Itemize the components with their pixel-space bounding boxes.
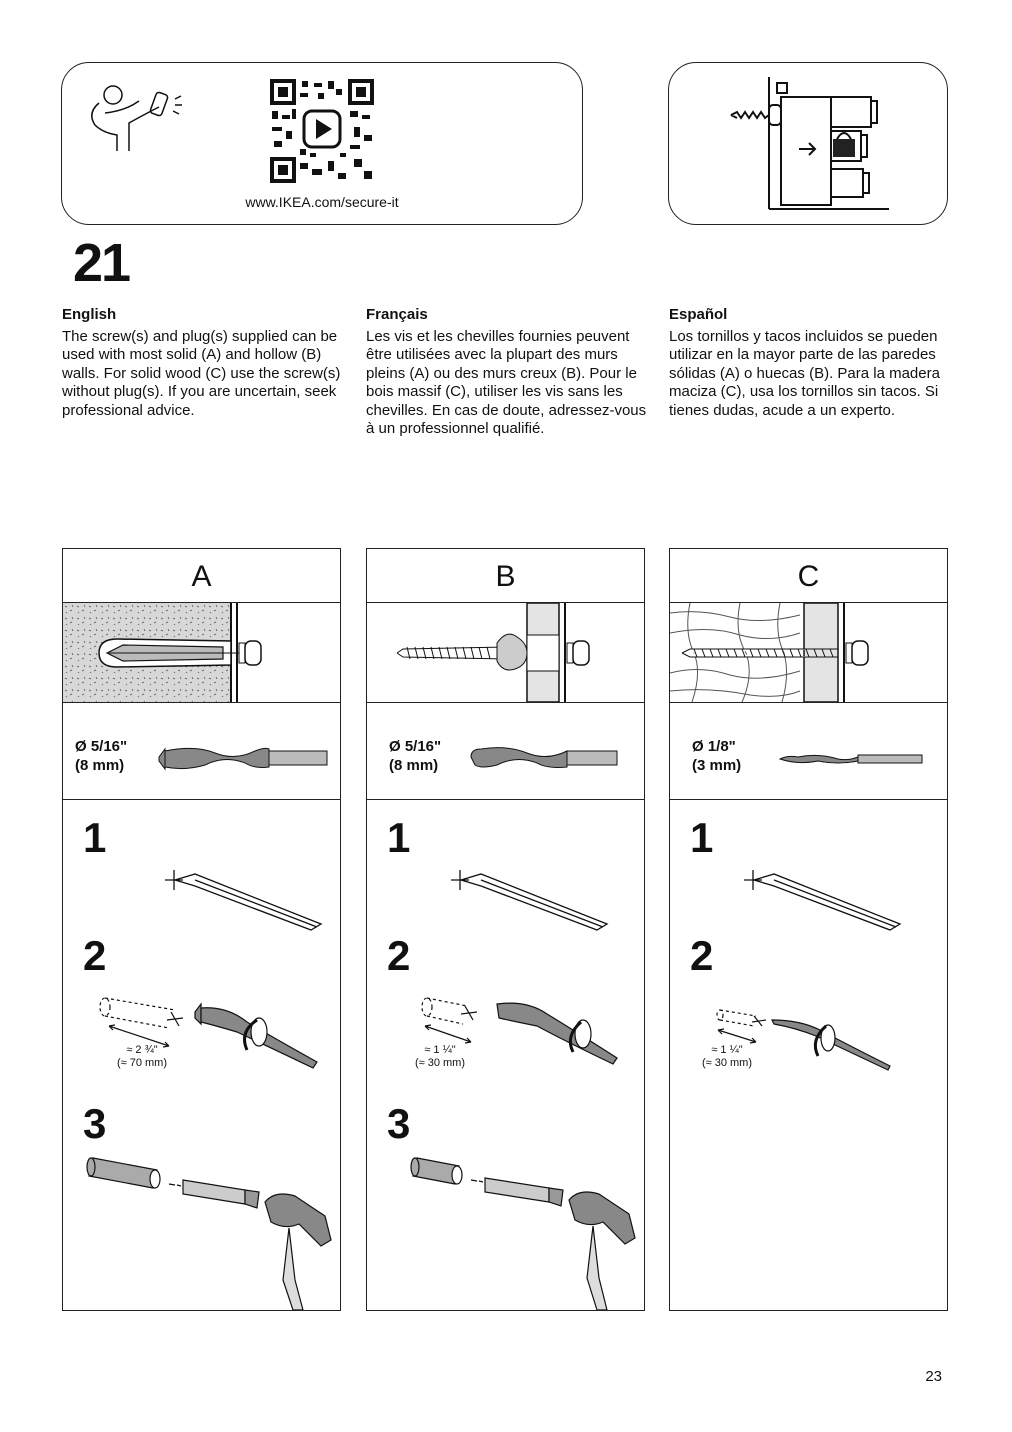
hammer-plug-icon [86,1157,332,1310]
drill-size-section: Ø 5/16" (8 mm) [367,703,644,800]
solid-wood-screw-icon [670,603,869,702]
drill-diameter: Ø 5/16" (8 mm) [389,738,442,774]
steps-section: 1 2 ≈ 1 ¼" (≈ 30 mm) [670,800,947,1308]
step-1-number: 1 [690,814,714,861]
secure-it-info-box: www.IKEA.com/secure-it [61,62,583,225]
panel-label: B [367,549,644,603]
step-2-number: 2 [690,932,714,979]
panel-label: A [63,549,340,603]
steps-section: 1 2 ≈ 1 ¼" (≈ 30 mm) 3 [367,800,644,1310]
hole-depth-label: ≈ 2 ¾" (≈ 70 mm) [116,1044,168,1069]
drill-size-section: Ø 5/16" (8 mm) [63,703,340,800]
wood-drill-bit-icon [778,754,923,764]
step-number: 21 [73,233,131,293]
drilling-hole-icon [99,997,318,1069]
solid-wood-section [670,603,947,703]
language-heading-english: English [62,306,117,323]
drill-size-section: Ø 1/8" (3 mm) [670,703,947,800]
step-1-number: 1 [387,814,411,861]
hollow-wall-section [367,603,644,703]
step-2-number: 2 [83,932,107,979]
language-heading-spanish: Español [669,306,728,323]
steps-section: 1 2 ≈ 2 ¾" (≈ 70 mm) 3 [63,800,340,1310]
pencil-mark-icon [744,870,902,931]
step-3-number: 3 [387,1100,411,1147]
english-instructions: The screw(s) and plug(s) supplied can be… [62,327,341,419]
language-heading-french: Français [366,306,428,323]
drilling-hole-icon [716,1009,891,1071]
hammer-plug-icon [410,1157,636,1310]
wall-anchor-illustration-box [668,62,948,225]
panel-label: C [670,549,947,603]
panel-c-solid-wood: C Ø 1/8" (3 mm) [669,548,948,1311]
hole-depth-label: ≈ 1 ¼" (≈ 30 mm) [701,1044,753,1069]
english-text-block: English The screw(s) and plug(s) supplie… [62,306,347,420]
solid-wall-section [63,603,340,703]
page-number: 23 [925,1368,942,1385]
step-1-number: 1 [83,814,107,861]
secure-it-url[interactable]: www.IKEA.com/secure-it [245,194,399,210]
wall-anchored-dresser-illustration [730,77,889,210]
drill-diameter: Ø 5/16" (8 mm) [75,738,128,774]
spanish-instructions: Los tornillos y tacos incluidos se puede… [669,327,940,419]
panel-a-solid-wall: A Ø 5/16" (8 mm) [62,548,341,1311]
panel-b-hollow-wall: B Ø 5/16" (8 mm) 1 [366,548,645,1311]
french-text-block: Français Les vis et les chevilles fourni… [366,306,651,439]
masonry-drill-bit-icon [158,747,328,771]
person-with-phone-icon [91,85,182,151]
drilling-hole-icon [421,997,618,1065]
step-3-number: 3 [83,1100,107,1147]
spanish-text-block: Español Los tornillos y tacos incluidos … [669,306,954,420]
qr-code[interactable] [270,79,374,183]
drill-diameter: Ø 1/8" (3 mm) [692,738,742,774]
french-instructions: Les vis et les chevilles fournies peuven… [366,327,647,438]
drill-bit-icon [470,747,618,768]
hole-depth-label: ≈ 1 ¼" (≈ 30 mm) [414,1044,466,1069]
solid-wall-plug-screw-icon [63,603,262,702]
pencil-mark-icon [451,870,609,931]
hollow-wall-plug-screw-icon [396,603,590,702]
step-2-number: 2 [387,932,411,979]
pencil-mark-icon [165,870,323,931]
